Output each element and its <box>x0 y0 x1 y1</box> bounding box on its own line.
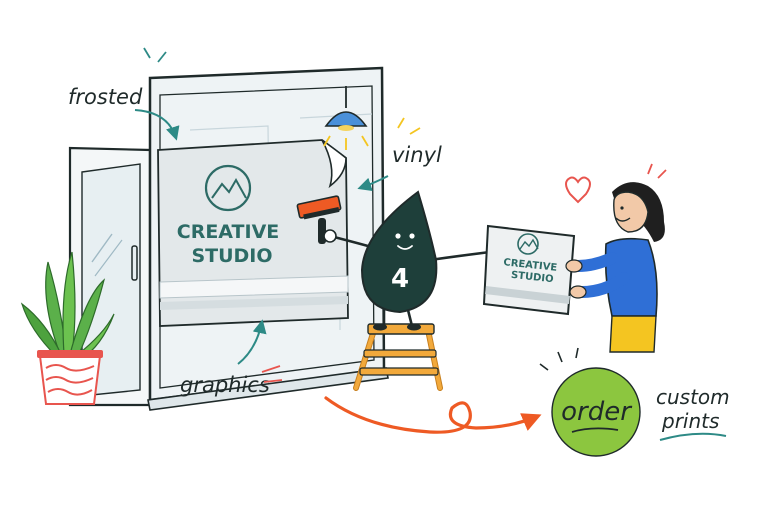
label-frosted-group: frosted <box>68 47 180 141</box>
sample-sign: CREATIVE STUDIO <box>482 224 576 316</box>
label-frosted: frosted <box>68 85 143 109</box>
label-custom-prints: custom prints <box>656 385 730 441</box>
label-graphics: graphics <box>180 373 270 397</box>
order-badge[interactable]: order <box>539 347 641 457</box>
customer-person <box>565 182 665 353</box>
potted-plant-icon <box>20 251 115 405</box>
heart-icon <box>565 176 591 204</box>
label-vinyl-group: vinyl <box>357 143 442 192</box>
label-vinyl: vinyl <box>392 143 442 167</box>
window-logo-line1: CREATIVE <box>177 221 280 243</box>
label-custom: custom <box>656 385 730 409</box>
peeling-corner <box>321 139 347 189</box>
pendant-lamp-icon <box>323 86 421 150</box>
swirl-arrow <box>324 396 542 434</box>
label-prints: prints <box>661 409 719 433</box>
door-handle <box>131 245 138 281</box>
vinyl-decal: CREATIVE STUDIO <box>157 139 349 327</box>
mountain-logo-icon <box>517 233 539 255</box>
sample-logo-line2: STUDIO <box>510 270 554 285</box>
window-logo-line2: STUDIO <box>191 245 272 267</box>
label-graphics-group: graphics <box>180 319 283 397</box>
mascot-character: 4 <box>329 190 491 331</box>
order-badge-label: order <box>561 397 633 427</box>
mascot-number: 4 <box>391 264 409 294</box>
squeegee-icon <box>296 195 342 244</box>
mountain-logo-icon <box>204 164 252 212</box>
